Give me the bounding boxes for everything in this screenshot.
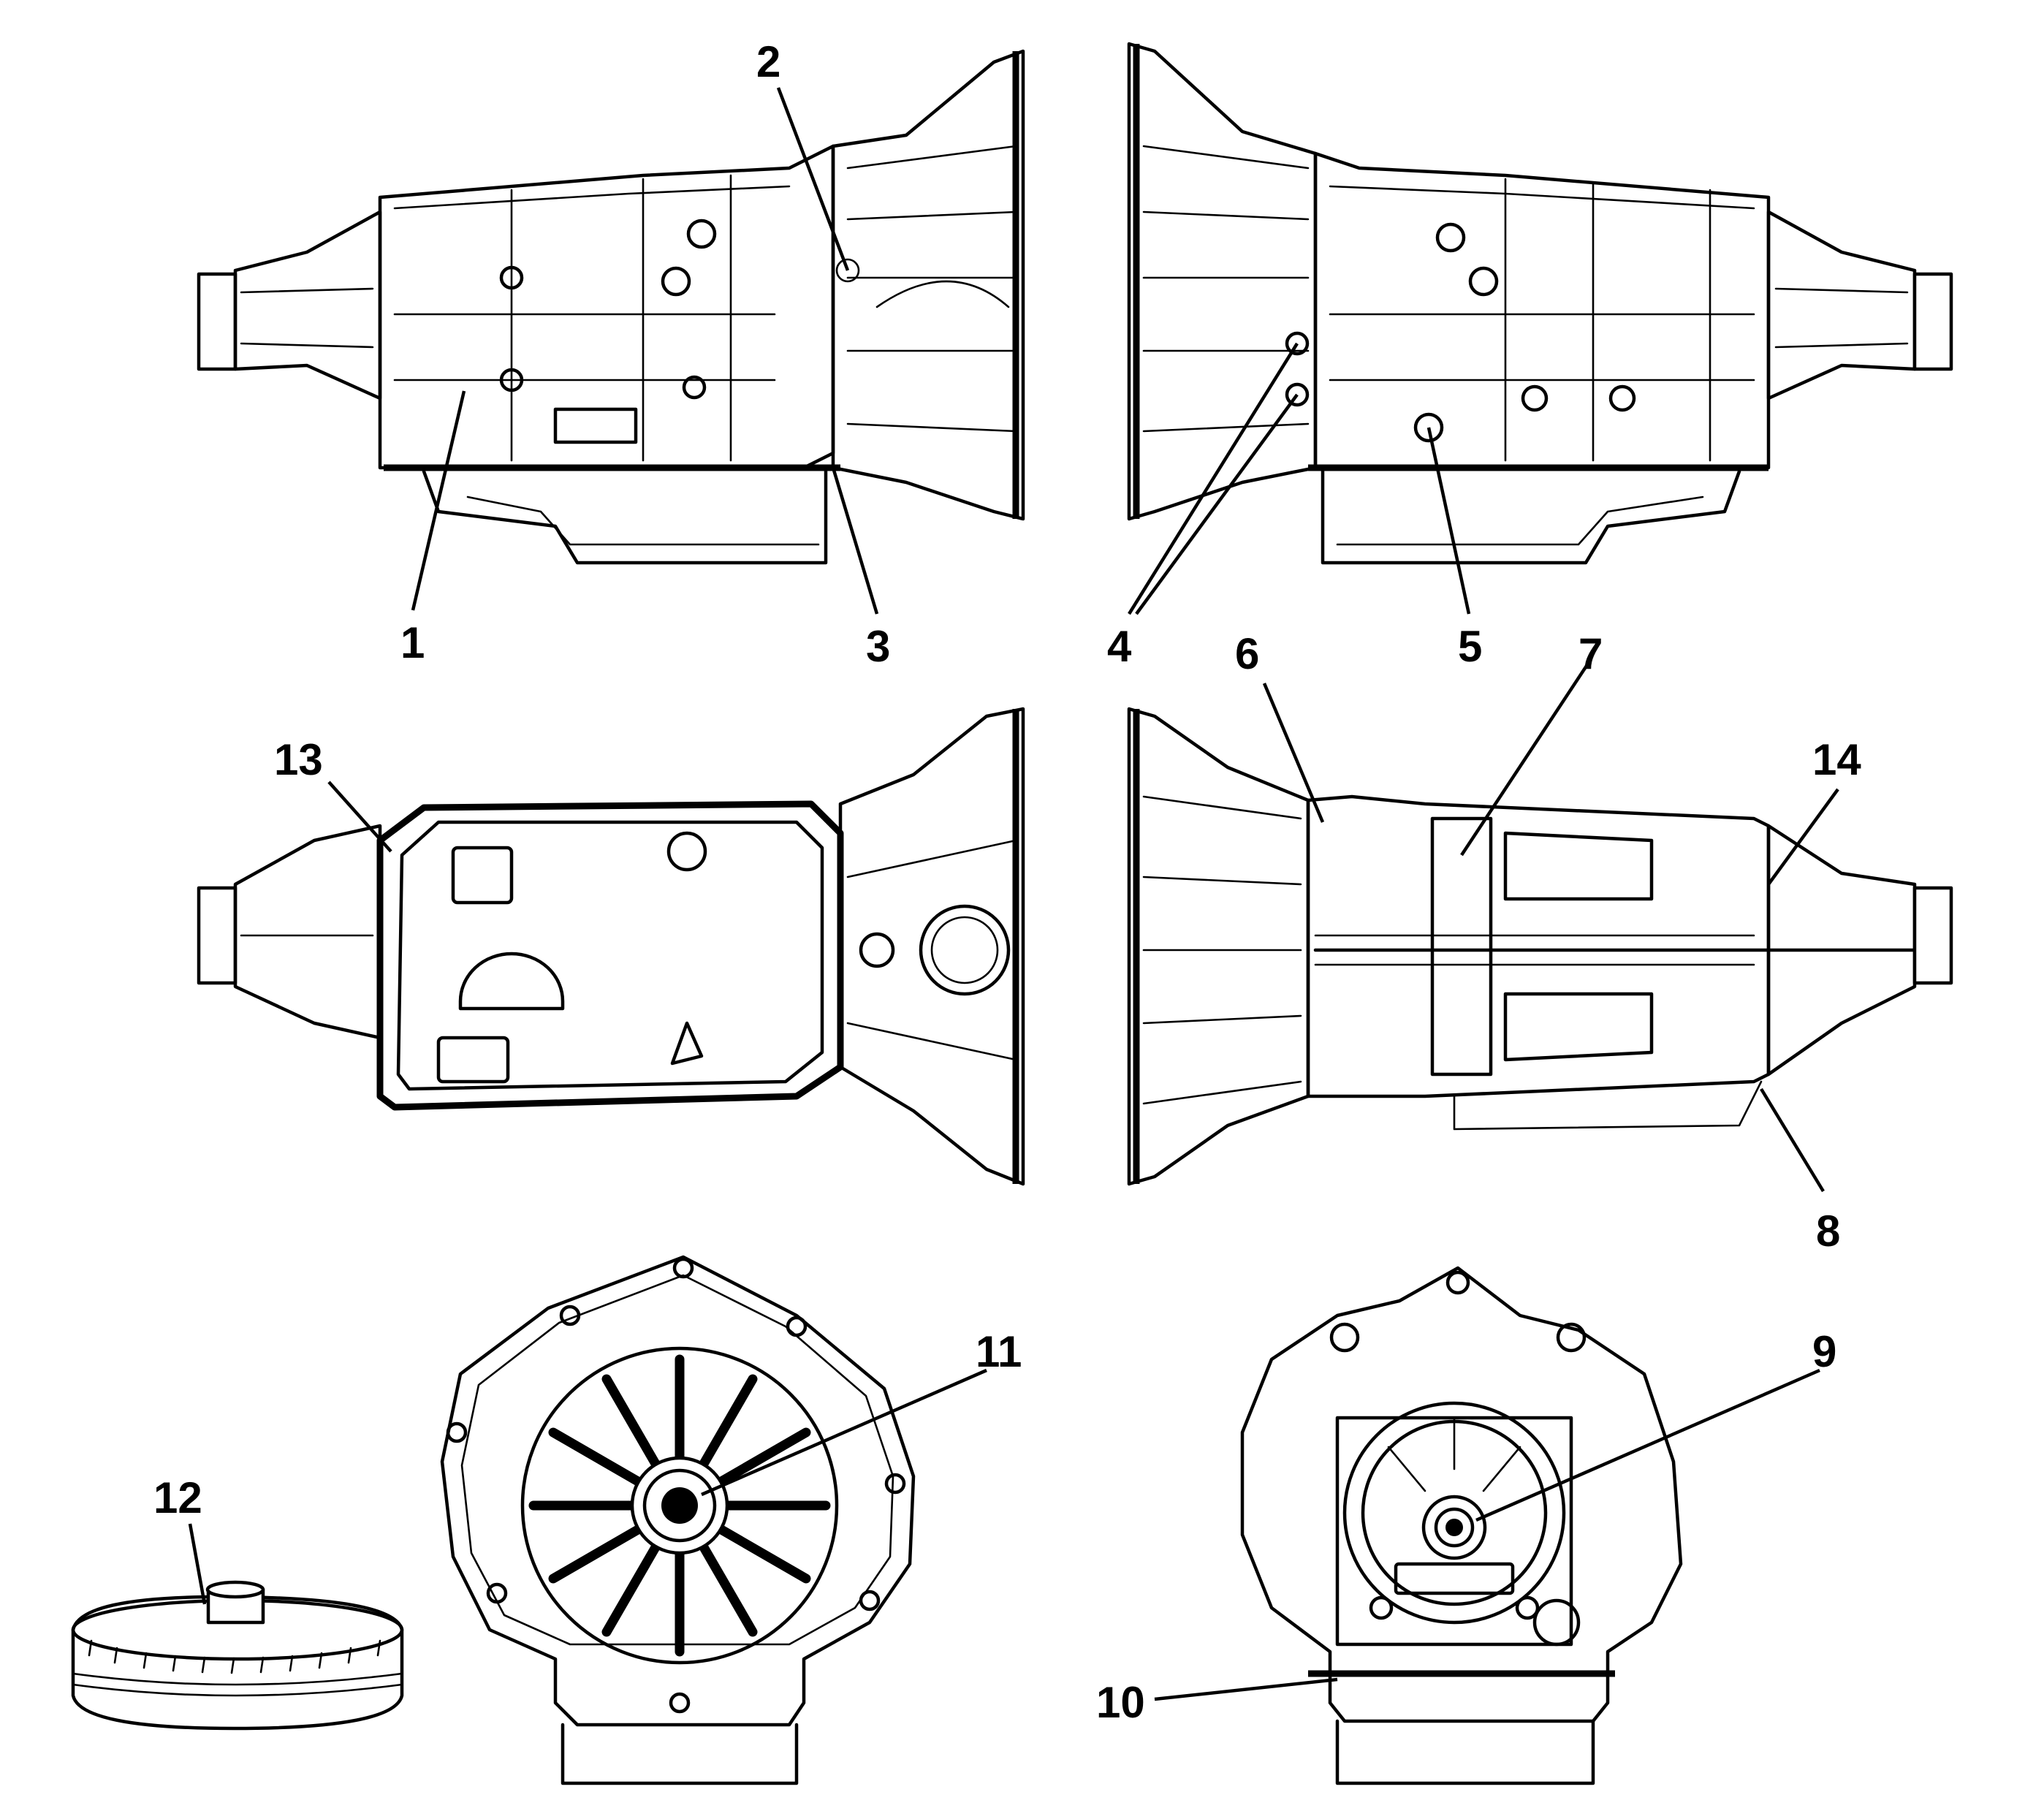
leader-11 (701, 1368, 987, 1497)
leader-3 (831, 467, 879, 615)
callout-10: 10 (1096, 1678, 1145, 1727)
callout-1: 1 (400, 618, 425, 667)
callout-2: 2 (756, 37, 780, 86)
callout-3: 3 (866, 622, 890, 671)
callout-4: 4 (1107, 622, 1132, 671)
callout-14: 14 (1812, 735, 1861, 784)
bottom-view (197, 707, 1025, 1186)
leader-4a (1128, 342, 1299, 615)
leader-1 (411, 390, 466, 611)
leader-5 (1426, 427, 1471, 615)
left-side-view (197, 49, 1025, 565)
leader-12 (188, 1523, 207, 1605)
callout-7: 7 (1578, 629, 1603, 678)
callout-5: 5 (1458, 622, 1482, 671)
callout-11: 11 (976, 1327, 1022, 1376)
leader-8 (1760, 1087, 1825, 1193)
converter-fins (88, 1639, 381, 1674)
leader-2 (776, 87, 850, 271)
callout-labels: 1 2 3 4 5 6 7 8 9 10 11 12 13 14 (153, 37, 1861, 1727)
leader-7 (1460, 660, 1591, 857)
leader-6 (1262, 683, 1325, 823)
callout-9: 9 (1812, 1327, 1836, 1376)
leader-lines (188, 87, 1839, 1701)
leader-14 (1767, 788, 1839, 886)
right-side-view (1127, 42, 1953, 565)
torque-converter (71, 1580, 404, 1731)
callout-6: 6 (1235, 629, 1259, 678)
callout-13: 13 (274, 735, 323, 784)
callout-12: 12 (153, 1473, 202, 1522)
leader-4b (1135, 393, 1299, 615)
leader-9 (1475, 1368, 1820, 1522)
top-view (1127, 707, 1953, 1186)
leader-13 (327, 781, 392, 853)
front-view (440, 1255, 916, 1785)
rear-view (1240, 1266, 1683, 1785)
leader-10 (1154, 1677, 1338, 1701)
callout-8: 8 (1816, 1207, 1840, 1256)
